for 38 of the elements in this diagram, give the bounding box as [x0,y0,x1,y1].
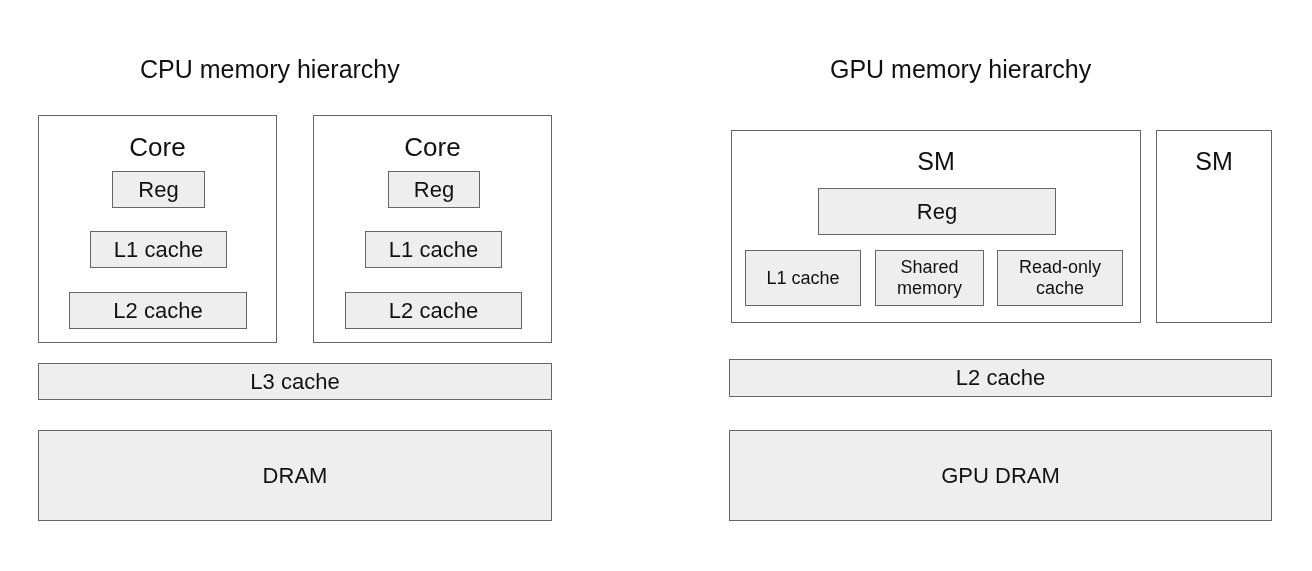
section-heading: GPU memory hierarchy [830,55,1092,84]
box-heading: Core [403,132,462,163]
memory-box [365,231,502,268]
box-label: Shared memory [896,257,963,299]
container-box [38,115,277,343]
box-label: Read-only cache [1017,257,1102,299]
memory-box [388,171,480,208]
memory-box [38,363,552,400]
memory-box [818,188,1056,235]
container-box [1156,130,1272,323]
box-label: Reg [138,176,179,203]
memory-box [112,171,205,208]
memory-box [997,250,1123,306]
memory-box [729,430,1272,521]
box-label: L2 cache [113,297,203,324]
box-heading: SM [916,147,956,176]
memory-box [729,359,1272,397]
memory-box [90,231,227,268]
memory-box [745,250,861,306]
box-heading: SM [1194,147,1234,176]
memory-box [875,250,984,306]
box-label: L1 cache [766,267,840,289]
box-label: Reg [916,198,958,225]
memory-box [345,292,522,329]
box-label: L1 cache [388,236,479,263]
box-label: Reg [413,176,455,203]
section-heading: CPU memory hierarchy [140,55,400,84]
box-label: L3 cache [250,368,340,395]
box-label: DRAM [262,462,328,489]
box-label: L1 cache [113,236,204,263]
memory-box [69,292,247,329]
box-heading: Core [128,132,187,163]
box-label: GPU DRAM [941,462,1060,489]
memory-box [38,430,552,521]
container-box [313,115,552,343]
box-label: L2 cache [388,297,479,324]
container-box [731,130,1141,323]
box-label: L2 cache [955,365,1046,391]
